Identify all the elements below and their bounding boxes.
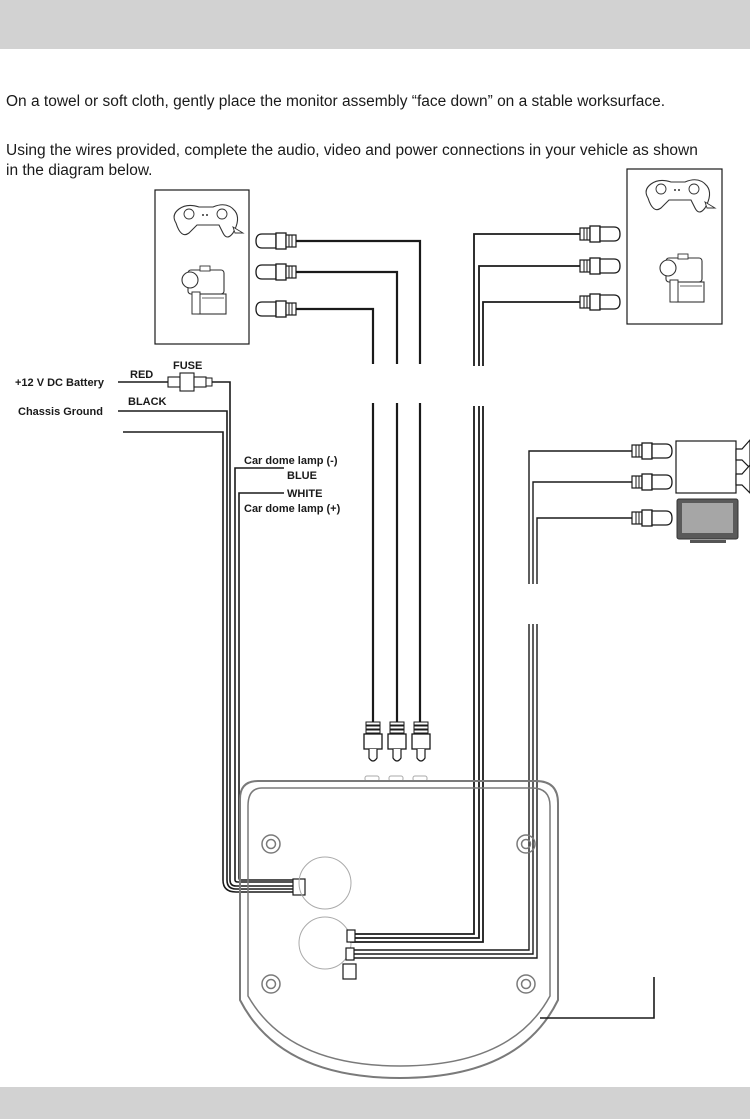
rca-plug-right-3: [579, 293, 621, 311]
rca-plug-out-3: [631, 509, 673, 527]
speaker-amplifier-icon: [675, 439, 750, 494]
red-wire-label: RED: [130, 369, 153, 381]
screw-icon-bottom-left: [261, 974, 281, 994]
av-connector: [346, 929, 356, 943]
instruction-paragraph-1: On a towel or soft cloth, gently place t…: [6, 93, 666, 110]
rca-plug-down-2: [387, 721, 407, 762]
white-wire-label: WHITE: [287, 488, 322, 500]
instruction-paragraph-2: Using the wires provided, complete the a…: [6, 142, 698, 179]
blue-wire-label: BLUE: [287, 470, 317, 482]
dome-lamp-positive-label: Car dome lamp (+): [244, 503, 341, 515]
rca-plug-left-2: [255, 263, 297, 281]
rca-plug-down-1: [363, 721, 383, 762]
output-connector: [345, 947, 355, 961]
rca-plug-right-2: [579, 257, 621, 275]
fuse-label: FUSE: [173, 360, 202, 372]
rca-plug-out-2: [631, 473, 673, 491]
right-av-cables: [350, 233, 580, 943]
fuse-icon: [167, 372, 213, 392]
monitor-housing: [239, 780, 559, 1080]
speaker-cutout-upper: [298, 856, 352, 910]
rca-plug-down-3: [411, 721, 431, 762]
left-av-cables: [296, 239, 422, 722]
speaker-cutout-lower: [298, 916, 352, 970]
rca-plug-out-1: [631, 442, 673, 460]
monitor-icon: [676, 498, 739, 543]
rca-plug-left-3: [255, 300, 297, 318]
mount-bracket-line: [540, 977, 655, 1019]
screw-icon-top-left: [261, 834, 281, 854]
black-wire-label: BLACK: [128, 396, 167, 408]
dome-lamp-negative-label: Car dome lamp (-): [244, 455, 338, 467]
screw-icon-bottom-right: [516, 974, 536, 994]
chassis-ground-label: Chassis Ground: [18, 406, 103, 418]
rca-plug-left-1: [255, 232, 297, 250]
rca-plug-right-1: [579, 225, 621, 243]
output-cables: [350, 450, 632, 959]
power-harness: [118, 372, 306, 896]
header-band: [0, 0, 750, 49]
footer-band: [0, 1087, 750, 1119]
aux-connector: [342, 963, 357, 980]
battery-label: +12 V DC Battery: [15, 377, 105, 389]
